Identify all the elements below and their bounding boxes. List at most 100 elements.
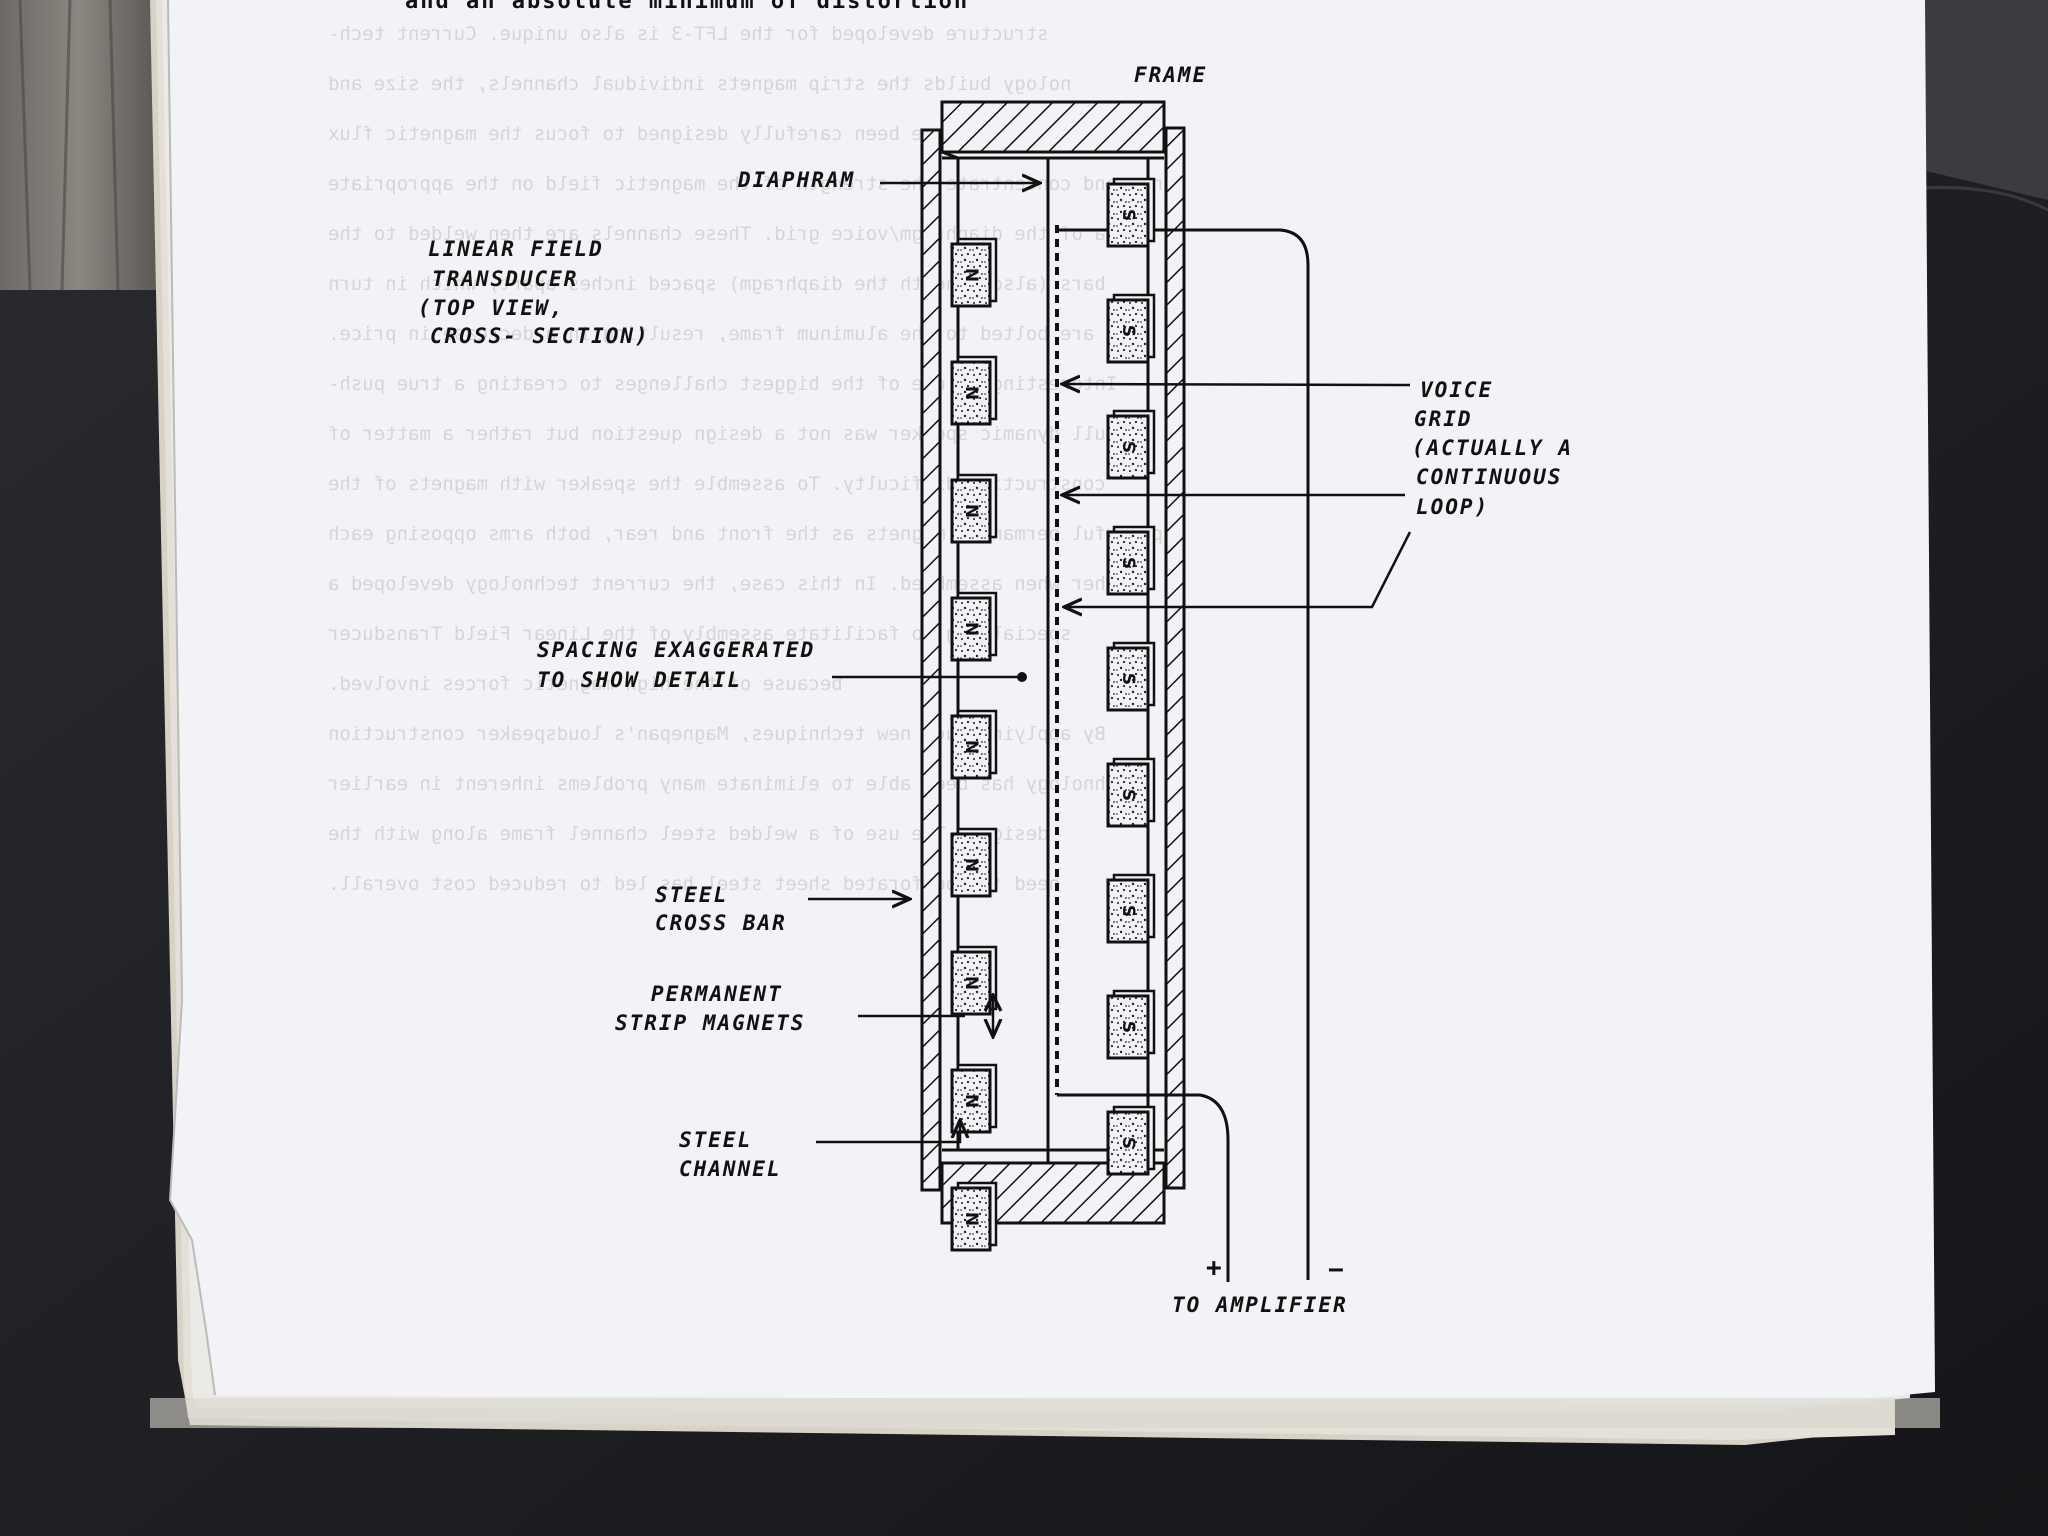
south-magnet: S	[1106, 873, 1156, 944]
bleed-through-line: need for perforated sheet steel has led …	[328, 873, 1060, 895]
label-minus: −	[1328, 1255, 1346, 1285]
label-diaphram: DIAPHRAM	[737, 168, 855, 192]
left-magnet-column: N N N N N N N N N	[950, 237, 998, 1252]
north-magnet: N	[950, 1181, 998, 1252]
magnet-pole-label: N	[961, 504, 981, 518]
label-voice-line4: CONTINUOUS	[1416, 465, 1562, 489]
south-magnet: S	[1106, 177, 1156, 248]
wood-grain	[18, 0, 120, 291]
bleed-through-line: technology has been able to eliminate ma…	[328, 773, 1140, 795]
magnet-body	[950, 596, 992, 662]
paper-sheet	[168, 0, 1935, 1403]
label-plus: +	[1206, 1253, 1224, 1283]
magnet-body	[1106, 298, 1150, 364]
bleed-through-line: are bolted to the aluminum frame, result…	[328, 323, 1094, 345]
paper-shadow-band	[150, 1398, 1940, 1428]
bleed-through-line: pull dynamic speaker was not a design qu…	[328, 423, 1117, 445]
magnet-body	[950, 714, 992, 780]
bleed-through-line: special jig to facilitate assembly of th…	[328, 623, 1072, 645]
magnet-body	[950, 1186, 992, 1252]
magnet-pole-label: S	[1118, 673, 1138, 685]
magnet-body	[1106, 182, 1150, 248]
magnet-pole-label: S	[1118, 905, 1138, 917]
north-magnet: N	[950, 237, 998, 308]
paper-left-edge	[167, 0, 216, 1396]
voice-grid-lead-top	[1057, 228, 1310, 1280]
north-magnet: N	[950, 473, 998, 544]
bleed-through-line: other when assembled. In this case, the …	[328, 573, 1129, 595]
magnet-pole-label: N	[961, 268, 981, 282]
magnet-pole-label: S	[1118, 325, 1138, 337]
bleed-through-line: powerful permanent magnets as the front …	[328, 523, 1163, 545]
label-voice-line3: (ACTUALLY A	[1412, 436, 1573, 460]
south-magnet: S	[1106, 293, 1156, 364]
magnet-body	[1106, 762, 1150, 828]
magnet-pole-label: N	[961, 1212, 981, 1226]
north-magnet: N	[950, 1063, 998, 1134]
voice-grid-lead-bottom	[1057, 1093, 1230, 1282]
right-magnet-column: S S S S S S S S S	[1106, 177, 1156, 1176]
magnet-body	[950, 360, 992, 426]
magnet-pole-label: N	[961, 622, 981, 636]
label-voice-line1: VOICE	[1420, 378, 1493, 402]
label-spacing-line1: SPACING EXAGGERATED	[537, 638, 815, 662]
diagram-title-line4: CROSS- SECTION)	[430, 324, 650, 348]
magnet-pole-label: N	[961, 858, 981, 872]
north-magnet: N	[950, 591, 998, 662]
magnet-pole-label: S	[1118, 1021, 1138, 1033]
label-magnets-line2: STRIP MAGNETS	[615, 1011, 805, 1035]
label-steel-bar-line1: STEEL	[655, 883, 728, 907]
magnet-pole-label: S	[1118, 209, 1138, 221]
south-magnet: S	[1106, 641, 1156, 712]
label-magnets-line1: PERMANENT	[651, 982, 783, 1006]
pointer-voice-3	[1064, 531, 1412, 607]
magnet-body	[950, 478, 992, 544]
south-magnet: S	[1106, 1105, 1156, 1176]
frame-top-bar	[940, 100, 1166, 154]
label-channel-line1: STEEL	[679, 1128, 752, 1152]
bleed-through-line: nology builds the strip magnets individu…	[328, 73, 1072, 95]
south-magnet: S	[1106, 989, 1156, 1060]
pointer-channel	[816, 1120, 960, 1144]
label-channel-line2: CHANNEL	[679, 1157, 782, 1181]
spacing-dot	[1017, 672, 1027, 682]
magnet-body	[1106, 878, 1150, 944]
bleed-through-line: bars (also beneath the diaphragm) spaced…	[328, 273, 1106, 295]
magnet-body	[1106, 646, 1150, 712]
wood-surface	[0, 0, 160, 290]
pointer-voice-1	[1062, 384, 1411, 385]
steel-channel-left-wall	[920, 128, 942, 1192]
north-magnet: N	[950, 945, 998, 1016]
bleed-through-line: lines and concentrate the strength of th…	[328, 173, 1186, 195]
south-magnet: S	[1106, 525, 1156, 596]
magnet-body	[950, 1068, 992, 1134]
diagram-title-line3: (TOP VIEW,	[418, 296, 564, 320]
magnet-pole-label: S	[1118, 557, 1138, 569]
magnet-pole-label: S	[1118, 789, 1138, 801]
bleed-through-line: construction difficulty. To assemble the…	[328, 473, 1106, 495]
magnet-body	[1106, 994, 1150, 1060]
north-magnet: N	[950, 355, 998, 426]
magnet-body	[950, 242, 992, 308]
magnet-pole-label: N	[961, 740, 981, 754]
bleed-through-line: structure developed for the LFT-3 is als…	[328, 23, 1049, 45]
magnet-pole-label: N	[961, 386, 981, 400]
bleed-through-line: Interestingly, one of the biggest challe…	[328, 373, 1117, 395]
magnet-body	[950, 832, 992, 898]
label-frame: FRAME	[1134, 63, 1207, 87]
north-magnet: N	[950, 827, 998, 898]
page-heading: and an absolute minimum of distortion	[405, 0, 969, 14]
magnet-body	[1106, 414, 1150, 480]
south-magnet: S	[1106, 757, 1156, 828]
magnet-body	[1106, 530, 1150, 596]
label-voice-line2: GRID	[1414, 407, 1473, 431]
magnet-pole-label: S	[1118, 1137, 1138, 1149]
bleed-through-line: By applying such new techniques, Magnepa…	[328, 723, 1106, 745]
diagram-title-line1: LINEAR FIELD	[428, 237, 604, 261]
south-magnet: S	[1106, 409, 1156, 480]
label-steel-bar-line2: CROSS BAR	[655, 911, 787, 935]
steel-channel-right-wall	[1164, 126, 1186, 1190]
magnet-pole-label: N	[961, 976, 981, 990]
